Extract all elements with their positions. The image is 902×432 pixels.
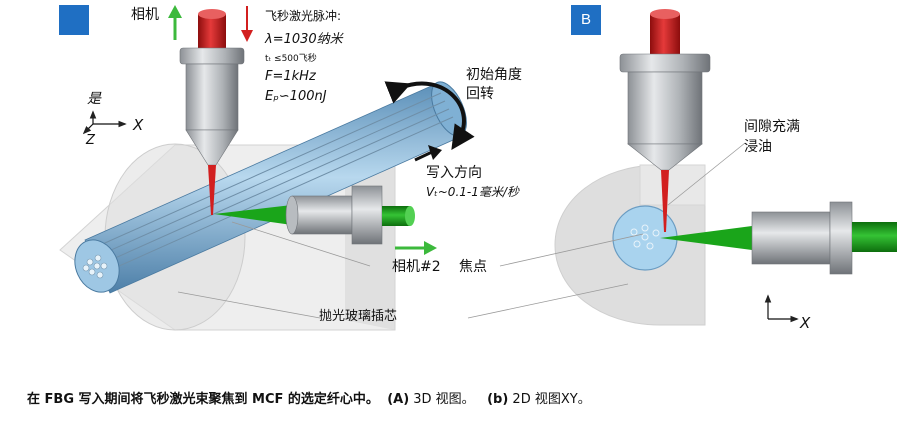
panel-a	[59, 5, 475, 331]
ferrule-leader-b	[467, 283, 629, 319]
write-direction-arrow	[414, 145, 442, 162]
laser-beam-b	[661, 170, 669, 232]
panel-a-badge-label	[59, 5, 89, 35]
panel-b	[467, 5, 897, 326]
camera-up-arrow	[168, 5, 182, 40]
axis-x-label: X	[133, 116, 144, 134]
axes-b	[764, 294, 799, 323]
laser-title: 飞秒激光脉冲:	[265, 9, 342, 23]
axis-z-label: Z	[86, 133, 95, 148]
focus-label: 焦点	[459, 259, 487, 275]
ferrule-leader-a	[177, 291, 321, 319]
gap-label-line1: 间隙充满	[744, 119, 800, 135]
focus-leader-a	[231, 221, 371, 267]
laser-beam	[208, 165, 216, 215]
rotation-label-line2: 回转	[466, 86, 494, 102]
caption-b-text: 2D 视图XY。	[508, 392, 591, 407]
focus-leader-b	[499, 233, 644, 267]
figure-caption: 在 FBG 写入期间将飞秒激光束聚焦到 MCF 的选定纤心中。 (A) 3D 视…	[27, 388, 591, 407]
laser-down-arrow	[241, 6, 253, 42]
laser-param-wavelength: λ=1030纳米	[265, 32, 343, 47]
fiber-cores-b	[630, 224, 660, 250]
camera-top-label: 相机	[131, 7, 159, 23]
laser-param-energy: Eₚ∽100nJ	[265, 89, 327, 104]
rotation-label-line1: 初始角度	[466, 67, 522, 83]
caption-b-label: (b)	[487, 392, 509, 407]
rotation-arrow	[384, 81, 475, 150]
gap-leader-b	[667, 142, 746, 206]
axis-x-label-b: X	[800, 314, 811, 332]
axes-a	[82, 110, 127, 135]
camera2-label: 相机#2	[392, 259, 441, 275]
camera-objective-b	[660, 201, 897, 275]
laser-param-frequency: F=1kHz	[265, 69, 316, 84]
caption-a-text: 3D 视图。	[409, 392, 475, 407]
axis-y-label: 是	[87, 91, 101, 107]
camera2-right-arrow	[395, 241, 437, 255]
write-direction-label: 写入方向	[426, 165, 482, 181]
gap-label-line2: 浸油	[744, 139, 772, 155]
panel-b-badge-label: B	[571, 5, 601, 35]
caption-prefix: 在 FBG 写入期间将飞秒激光束聚焦到 MCF 的选定纤心中。	[27, 392, 379, 407]
laser-objective-b	[619, 9, 711, 171]
fiber-cores	[82, 254, 108, 279]
camera2-objective	[214, 185, 415, 245]
laser-objective	[179, 9, 245, 166]
write-speed-label: Vₜ~0.1-1毫米/秒	[426, 185, 519, 199]
laser-param-pulse: tₜ ≤500飞秒	[265, 54, 317, 64]
ferrule-label: 抛光玻璃插芯	[319, 309, 398, 324]
caption-a-label: (A)	[387, 392, 410, 407]
